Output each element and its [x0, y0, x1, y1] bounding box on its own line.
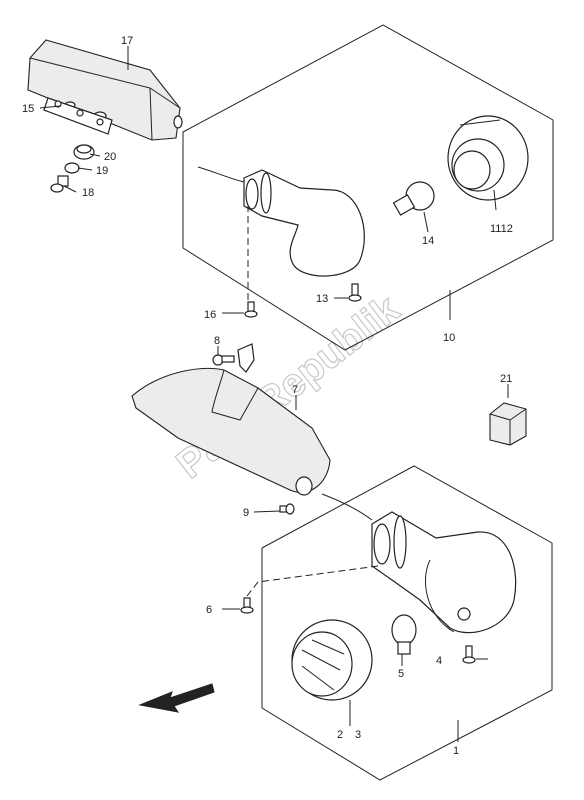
callout-16: 16: [204, 309, 216, 321]
callout-1112: 1112: [490, 223, 513, 235]
screw-16-icon: [244, 301, 258, 318]
callout-20: 20: [104, 151, 116, 163]
lower-guide-dashed: [246, 565, 379, 597]
callout-8: 8: [214, 335, 220, 347]
callout-17: 17: [121, 35, 133, 47]
callout-19: 19: [96, 165, 108, 177]
callout-2: 2: [337, 729, 343, 741]
top-bracket: [27, 39, 183, 141]
callout-4: 4: [436, 655, 442, 667]
callout-10: 10: [443, 332, 455, 344]
callout-9: 9: [243, 507, 249, 519]
callout-6: 6: [206, 604, 212, 616]
screw-4-icon: [462, 645, 476, 664]
screw-13-icon: [348, 283, 362, 302]
lower-assembly-frame: [261, 465, 553, 781]
relay-21: [489, 402, 527, 446]
callout-15: 15: [22, 103, 34, 115]
callout-5: 5: [398, 668, 404, 680]
callout-18: 18: [82, 187, 94, 199]
upper-assembly-frame: [182, 24, 554, 351]
upper-bulb: [392, 181, 435, 216]
callout-7: 7: [292, 384, 298, 396]
callout-21: 21: [500, 373, 512, 385]
middle-stay: [131, 343, 331, 496]
callout-1: 1: [453, 745, 459, 757]
leader-lines: [39, 46, 509, 742]
screw-8-icon: [212, 354, 235, 366]
lower-wire: [321, 493, 373, 521]
callouts: 17 15 20 19 18 14 1112 13 16 10 8 7 21 9…: [22, 35, 513, 757]
screw-9-icon: [279, 503, 295, 515]
callout-13: 13: [316, 293, 328, 305]
callout-3: 3: [355, 729, 361, 741]
lower-lamp-housing: [371, 511, 517, 634]
collar-19-icon: [64, 162, 80, 174]
upper-lamp-housing: [243, 169, 365, 277]
direction-arrow-icon: [138, 683, 215, 713]
grommet-20-icon: [73, 144, 95, 160]
upper-wire: [197, 166, 245, 183]
upper-lens-socket: [447, 115, 529, 201]
lower-lens: [291, 619, 373, 701]
bolt-18-icon: [50, 175, 69, 193]
lower-bulb: [391, 614, 417, 655]
screw-6-icon: [240, 597, 254, 614]
callout-14: 14: [422, 235, 434, 247]
